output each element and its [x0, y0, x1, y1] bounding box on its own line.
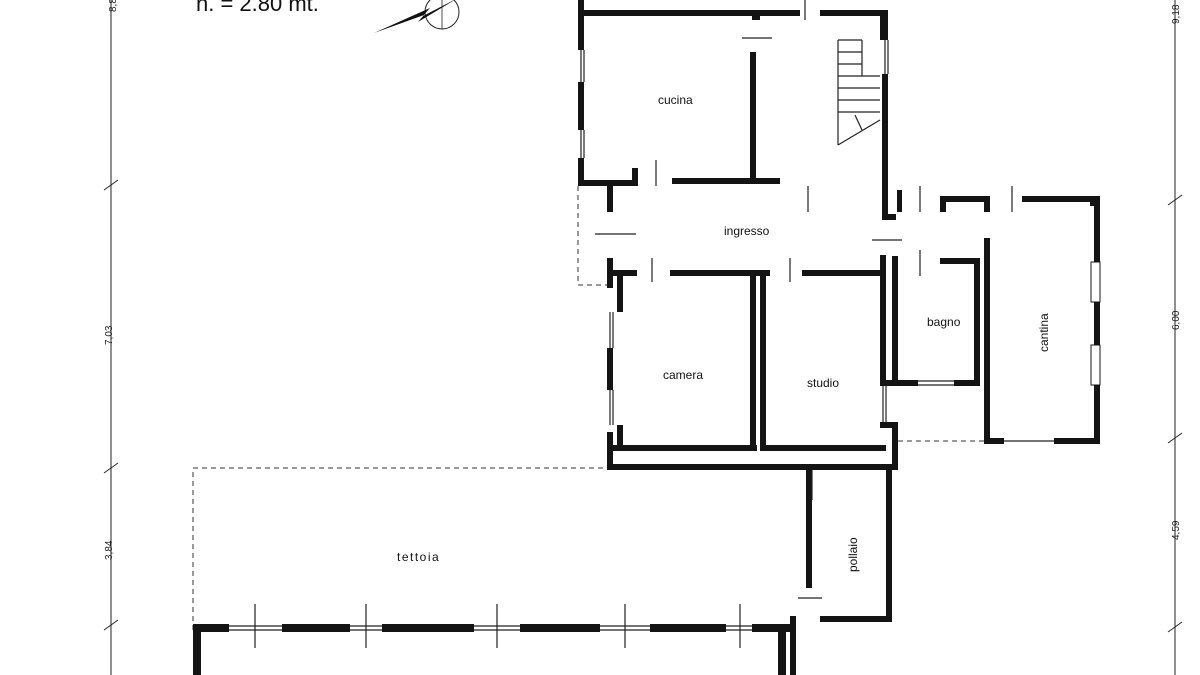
door-marks [595, 0, 1013, 599]
right-dimension-line: 9,18 6,00 4,59 [1167, 0, 1183, 675]
room-label-tettoia: tettoia [397, 550, 440, 564]
north-arrow-icon [374, 0, 460, 33]
room-label-pollaio: pollaio [846, 537, 860, 572]
dim-right-2: 6,00 [1171, 310, 1182, 330]
dim-left-3: 3,84 [104, 540, 115, 560]
dim-left-1: 8,80 [108, 0, 119, 12]
left-dimension-line: 8,80 7,03 3,84 [103, 0, 119, 675]
dim-left-2: 7,03 [104, 325, 115, 345]
room-label-cucina: cucina [658, 93, 693, 107]
room-label-camera: camera [663, 368, 703, 382]
tettoia-bottom-wall [193, 604, 796, 675]
dim-right-3: 4,59 [1171, 520, 1182, 540]
room-label-ingresso: ingresso [724, 224, 770, 238]
walls [578, 0, 1101, 675]
ceiling-height-note: h. = 2.80 mt. [196, 0, 319, 16]
dim-right-1: 9,18 [1171, 4, 1182, 24]
dashed-outlines [192, 186, 984, 630]
room-label-bagno: bagno [927, 315, 961, 329]
windows [580, 40, 954, 425]
room-label-cantina: cantina [1037, 313, 1051, 352]
room-label-studio: studio [807, 376, 839, 390]
